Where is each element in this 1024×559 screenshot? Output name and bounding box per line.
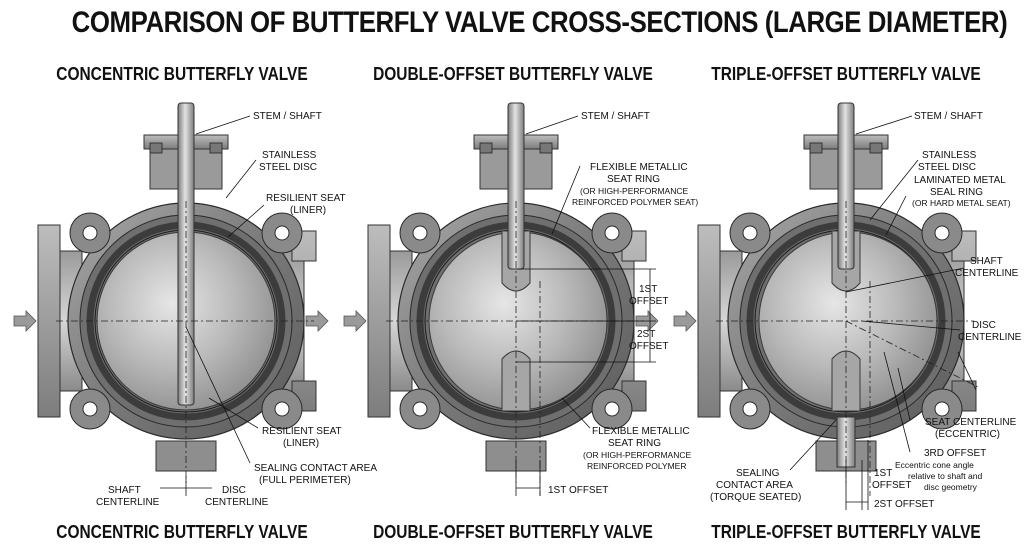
disc-cl-label-line1: DISC xyxy=(972,320,996,331)
seat-bottom-label-line1: RESILIENT SEAT xyxy=(262,426,342,437)
offset1-label-line1: 1ST xyxy=(874,468,892,479)
bolt-hole xyxy=(742,225,758,241)
page-title: COMPARISON OF BUTTERFLY VALVE CROSS-SECT… xyxy=(71,6,1008,39)
panel-3-annotations: STEM / SHAFT STAINLESS STEEL DISC LAMINA… xyxy=(710,111,1022,510)
offset2-label-line1: 2ST xyxy=(637,329,655,340)
left-flange xyxy=(367,224,391,418)
left-flange xyxy=(697,224,721,418)
bolt-hole xyxy=(274,225,290,241)
seat-bottom-label-line3: (OR HIGH-PERFORMANCE xyxy=(583,450,691,460)
offset1-label-line2: OFFSET xyxy=(629,296,668,307)
contact-label-line1: SEALING xyxy=(736,468,780,479)
seat-top-label-line3: (OR HIGH-PERFORMANCE xyxy=(580,186,688,196)
panel-1-bottom-title: CONCENTRIC BUTTERFLY VALVE xyxy=(56,522,308,542)
bolt-hole xyxy=(934,225,950,241)
seat-top-label-line4: REINFORCED POLYMER SEAT) xyxy=(572,197,698,207)
seat-bottom-label-line4: REINFORCED POLYMER xyxy=(587,461,687,471)
stem-shaft xyxy=(837,102,855,270)
contact-label-line3: (TORQUE SEATED) xyxy=(710,492,801,503)
stem-shaft-label: STEM / SHAFT xyxy=(253,111,322,122)
stem-shaft xyxy=(507,102,525,270)
valve-panel-1 xyxy=(13,102,329,486)
seat-top-label-line2: (LINER) xyxy=(290,205,326,216)
offset-bottom-label: 1ST OFFSET xyxy=(548,485,608,496)
panel-2-bottom-title: DOUBLE-OFFSET BUTTERFLY VALVE xyxy=(373,522,653,542)
stem-shaft-label: STEM / SHAFT xyxy=(914,111,983,122)
seat-cl-label-line2: (ECCENTRIC) xyxy=(935,429,1000,440)
bolt-head xyxy=(479,142,493,154)
offset3-note-line2: relative to shaft and xyxy=(908,471,982,481)
left-flange xyxy=(37,224,61,418)
panel-1-top-title: CONCENTRIC BUTTERFLY VALVE xyxy=(56,64,308,84)
shaft-cl-label-line2: CENTERLINE xyxy=(96,497,160,508)
flow-arrow-icon xyxy=(343,310,367,332)
seat-bottom-label-line2: (LINER) xyxy=(283,438,319,449)
bolt-head xyxy=(209,142,223,154)
offset2-label-line2: OFFSET xyxy=(629,341,668,352)
offset3-label: 3RD OFFSET xyxy=(924,448,986,459)
seal-label-line3: (OR HARD METAL SEAT) xyxy=(912,198,1011,208)
bolt-hole xyxy=(604,401,620,417)
shaft-cl-label-line1: SHAFT xyxy=(970,256,1003,267)
bolt-hole xyxy=(934,401,950,417)
panel-2-annotations: STEM / SHAFT FLEXIBLE METALLIC SEAT RING… xyxy=(515,111,698,496)
bolt-hole xyxy=(82,225,98,241)
stem-shaft xyxy=(177,102,195,406)
bolt-hole xyxy=(742,401,758,417)
panel-1-annotations: STEM / SHAFT STAINLESS STEEL DISC RESILI… xyxy=(96,111,377,508)
seat-cl-label-line1: SEAT CENTERLINE xyxy=(925,417,1017,428)
bolt-head xyxy=(869,142,883,154)
offset3-note-line3: disc geometry xyxy=(924,482,978,492)
disc-label-line2: STEEL DISC xyxy=(259,162,317,173)
shaft-cl-label-line1: SHAFT xyxy=(108,485,141,496)
flow-arrow-icon xyxy=(13,310,37,332)
bolt-head xyxy=(539,142,553,154)
flow-arrow-icon xyxy=(305,310,329,332)
disc-cl-label-line1: DISC xyxy=(222,485,246,496)
contact-label-line1: SEALING CONTACT AREA xyxy=(254,463,377,474)
panel-2-top-title: DOUBLE-OFFSET BUTTERFLY VALVE xyxy=(373,64,653,84)
seat-top-label-line1: RESILIENT SEAT xyxy=(266,193,346,204)
contact-label-line2: CONTACT AREA xyxy=(716,480,793,491)
flow-arrow-icon xyxy=(673,310,697,332)
seat-top-label-line2: SEAT RING xyxy=(607,174,660,185)
panel-3-top-title: TRIPLE-OFFSET BUTTERFLY VALVE xyxy=(711,64,981,84)
stem-shaft-label: STEM / SHAFT xyxy=(581,111,650,122)
disc-label-line1: STAINLESS xyxy=(262,150,317,161)
bolt-hole xyxy=(412,401,428,417)
seat-bottom-label-line2: SEAT RING xyxy=(608,438,661,449)
shaft-cl-label-line2: CENTERLINE xyxy=(955,268,1019,279)
bolt-head xyxy=(149,142,163,154)
disc-label-line2: STEEL DISC xyxy=(918,162,976,173)
panel-3-bottom-title: TRIPLE-OFFSET BUTTERFLY VALVE xyxy=(711,522,981,542)
bolt-hole xyxy=(604,225,620,241)
disc-cl-label-line2: CENTERLINE xyxy=(958,332,1022,343)
seat-bottom-label-line1: FLEXIBLE METALLIC xyxy=(592,426,690,437)
offset1-label-line1: 1ST xyxy=(639,284,657,295)
offset2-label: 2ST OFFSET xyxy=(874,499,934,510)
contact-label-line2: (FULL PERIMETER) xyxy=(259,475,351,486)
bolt-hole xyxy=(274,401,290,417)
seal-label-line2: SEAL RING xyxy=(930,187,983,198)
disc-label-line1: STAINLESS xyxy=(922,150,977,161)
bolt-hole xyxy=(412,225,428,241)
seal-label-line1: LAMINATED METAL xyxy=(914,175,1006,186)
offset3-note-line1: Eccentric cone angle xyxy=(895,460,974,470)
seat-top-label-line1: FLEXIBLE METALLIC xyxy=(590,162,688,173)
bolt-head xyxy=(809,142,823,154)
offset1-label-line2: OFFSET xyxy=(872,480,911,491)
bolt-hole xyxy=(82,401,98,417)
disc-cl-label-line2: CENTERLINE xyxy=(205,497,269,508)
